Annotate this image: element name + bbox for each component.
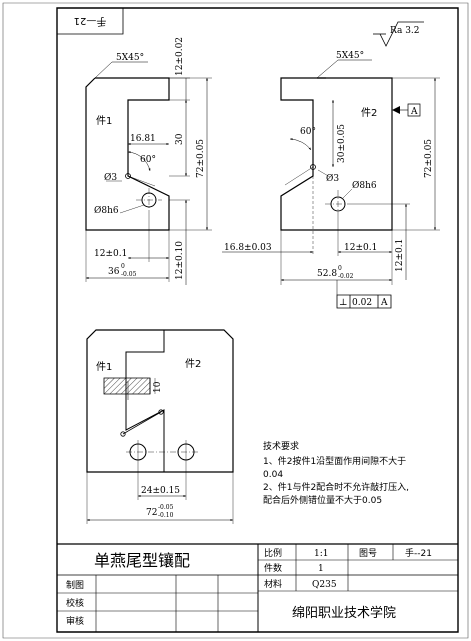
assembly-dim-72-lower: -0.10 bbox=[158, 512, 174, 519]
right-dim-52-8: 52.8 bbox=[317, 269, 337, 279]
assembly-part1-label: 件1 bbox=[96, 361, 112, 373]
scale-value: 1:1 bbox=[314, 549, 328, 559]
left-pin-dia: Ø3 bbox=[104, 172, 117, 183]
left-dim-36: 36 bbox=[108, 267, 120, 277]
assembly-outline bbox=[87, 330, 233, 472]
left-dim-72: 72±0.05 bbox=[196, 139, 206, 178]
right-part-label: 件2 bbox=[361, 107, 377, 119]
notes-line4: 配合后外侧错位量不大于0.05 bbox=[263, 494, 382, 506]
assembly-dim-72: 72 bbox=[146, 508, 157, 518]
roughness-value: Ra 3.2 bbox=[390, 26, 420, 36]
assembly-joint-line bbox=[126, 330, 164, 472]
drawing-title: 单燕尾型镶配 bbox=[94, 551, 190, 570]
assembly-dim-10: 10 bbox=[153, 381, 163, 393]
notes-heading: 技术要求 bbox=[263, 440, 299, 452]
right-dim-16-8: 16.8±0.03 bbox=[224, 243, 272, 253]
right-pin-dia: Ø3 bbox=[326, 173, 339, 184]
left-dim-12-010: 12±0.10 bbox=[175, 241, 185, 280]
right-dim-12-vert: 12±0.1 bbox=[395, 239, 405, 272]
left-pin bbox=[126, 174, 131, 179]
tolerance-datum: A bbox=[380, 298, 388, 308]
scale-label: 比例 bbox=[264, 547, 282, 559]
outer-border bbox=[3, 3, 468, 638]
checked-label: 校核 bbox=[66, 597, 84, 609]
drawing-no-label: 图号 bbox=[359, 548, 377, 559]
left-dim-36-upper: 0 bbox=[121, 263, 125, 270]
assembly-dim-72-upper: -0.05 bbox=[158, 504, 174, 511]
right-dim-52-upper: 0 bbox=[338, 265, 342, 272]
right-part-outline bbox=[281, 78, 392, 230]
notes-line2: 0.04 bbox=[263, 470, 283, 480]
left-dim-16-81: 16.81 bbox=[130, 134, 156, 144]
assembly-dim-24: 24±0.15 bbox=[141, 486, 180, 496]
left-angle-60: 60° bbox=[140, 155, 156, 165]
left-hole-dia: Ø8h6 bbox=[94, 205, 119, 216]
approved-label: 审核 bbox=[66, 615, 84, 627]
qty-value: 1 bbox=[318, 564, 324, 574]
right-pin bbox=[311, 165, 316, 170]
material-value: Q235 bbox=[312, 580, 337, 590]
tolerance-symbol: ⊥ bbox=[339, 298, 347, 308]
qty-label: 件数 bbox=[264, 562, 282, 574]
notes-line1: 1、件2按件1沿型面作用间隙不大于 bbox=[263, 455, 406, 467]
left-part-label: 件1 bbox=[96, 115, 112, 127]
notes-line3: 2、件1与件2配合时不允许敲打压入, bbox=[263, 481, 409, 493]
right-datum-flag: A bbox=[410, 107, 418, 117]
tolerance-value: 0.02 bbox=[352, 298, 372, 308]
left-part-outline bbox=[86, 78, 169, 230]
material-label: 材料 bbox=[264, 578, 282, 590]
right-angle-60: 60° bbox=[300, 127, 316, 137]
right-dim-12-bottom: 12±0.1 bbox=[344, 243, 377, 253]
school-name: 绵阳职业技术学院 bbox=[292, 605, 396, 621]
right-dim-30: 30±0.05 bbox=[337, 124, 347, 163]
assembly-part2-label: 件2 bbox=[185, 358, 201, 370]
right-dim-52-lower: -0.02 bbox=[338, 273, 354, 280]
assembly-view: 件1 件2 10 24±0.15 72 -0.05 -0.10 bbox=[87, 330, 233, 524]
left-dim-36-lower: -0.05 bbox=[121, 271, 137, 278]
left-dim-12-bottom: 12±0.1 bbox=[94, 249, 127, 259]
left-dim-30: 30 bbox=[175, 133, 185, 145]
right-hole-dia: Ø8h6 bbox=[352, 180, 377, 191]
right-view: 5X45° 件2 A 30±0.05 60° Ø3 Ø8h6 72±0.05 1… bbox=[222, 51, 440, 308]
right-hole bbox=[331, 197, 345, 211]
right-dim-72: 72±0.05 bbox=[424, 139, 434, 178]
rotated-number-box: 手—21 bbox=[57, 8, 123, 34]
title-block: 单燕尾型镶配 比例 1:1 图号 手--21 件数 1 材料 Q235 制图 校… bbox=[57, 544, 458, 632]
right-chamfer: 5X45° bbox=[336, 51, 364, 61]
drawn-label: 制图 bbox=[66, 579, 84, 591]
left-dim-12-002: 12±0.02 bbox=[175, 37, 185, 76]
drawing-no-value: 手--21 bbox=[405, 547, 432, 559]
tolerance-frame bbox=[337, 295, 391, 308]
technical-notes: 技术要求 1、件2按件1沿型面作用间隙不大于 0.04 2、件1与件2配合时不允… bbox=[263, 440, 409, 506]
rotated-drawing-number: 手—21 bbox=[74, 15, 107, 28]
left-view: 5X45° 件1 16.81 30 12±0.02 72±0.05 12±0.1… bbox=[86, 37, 212, 285]
left-chamfer: 5X45° bbox=[116, 53, 144, 63]
left-hole bbox=[142, 193, 156, 207]
roughness-symbol: Ra 3.2 bbox=[373, 22, 424, 46]
inner-border bbox=[57, 8, 458, 632]
